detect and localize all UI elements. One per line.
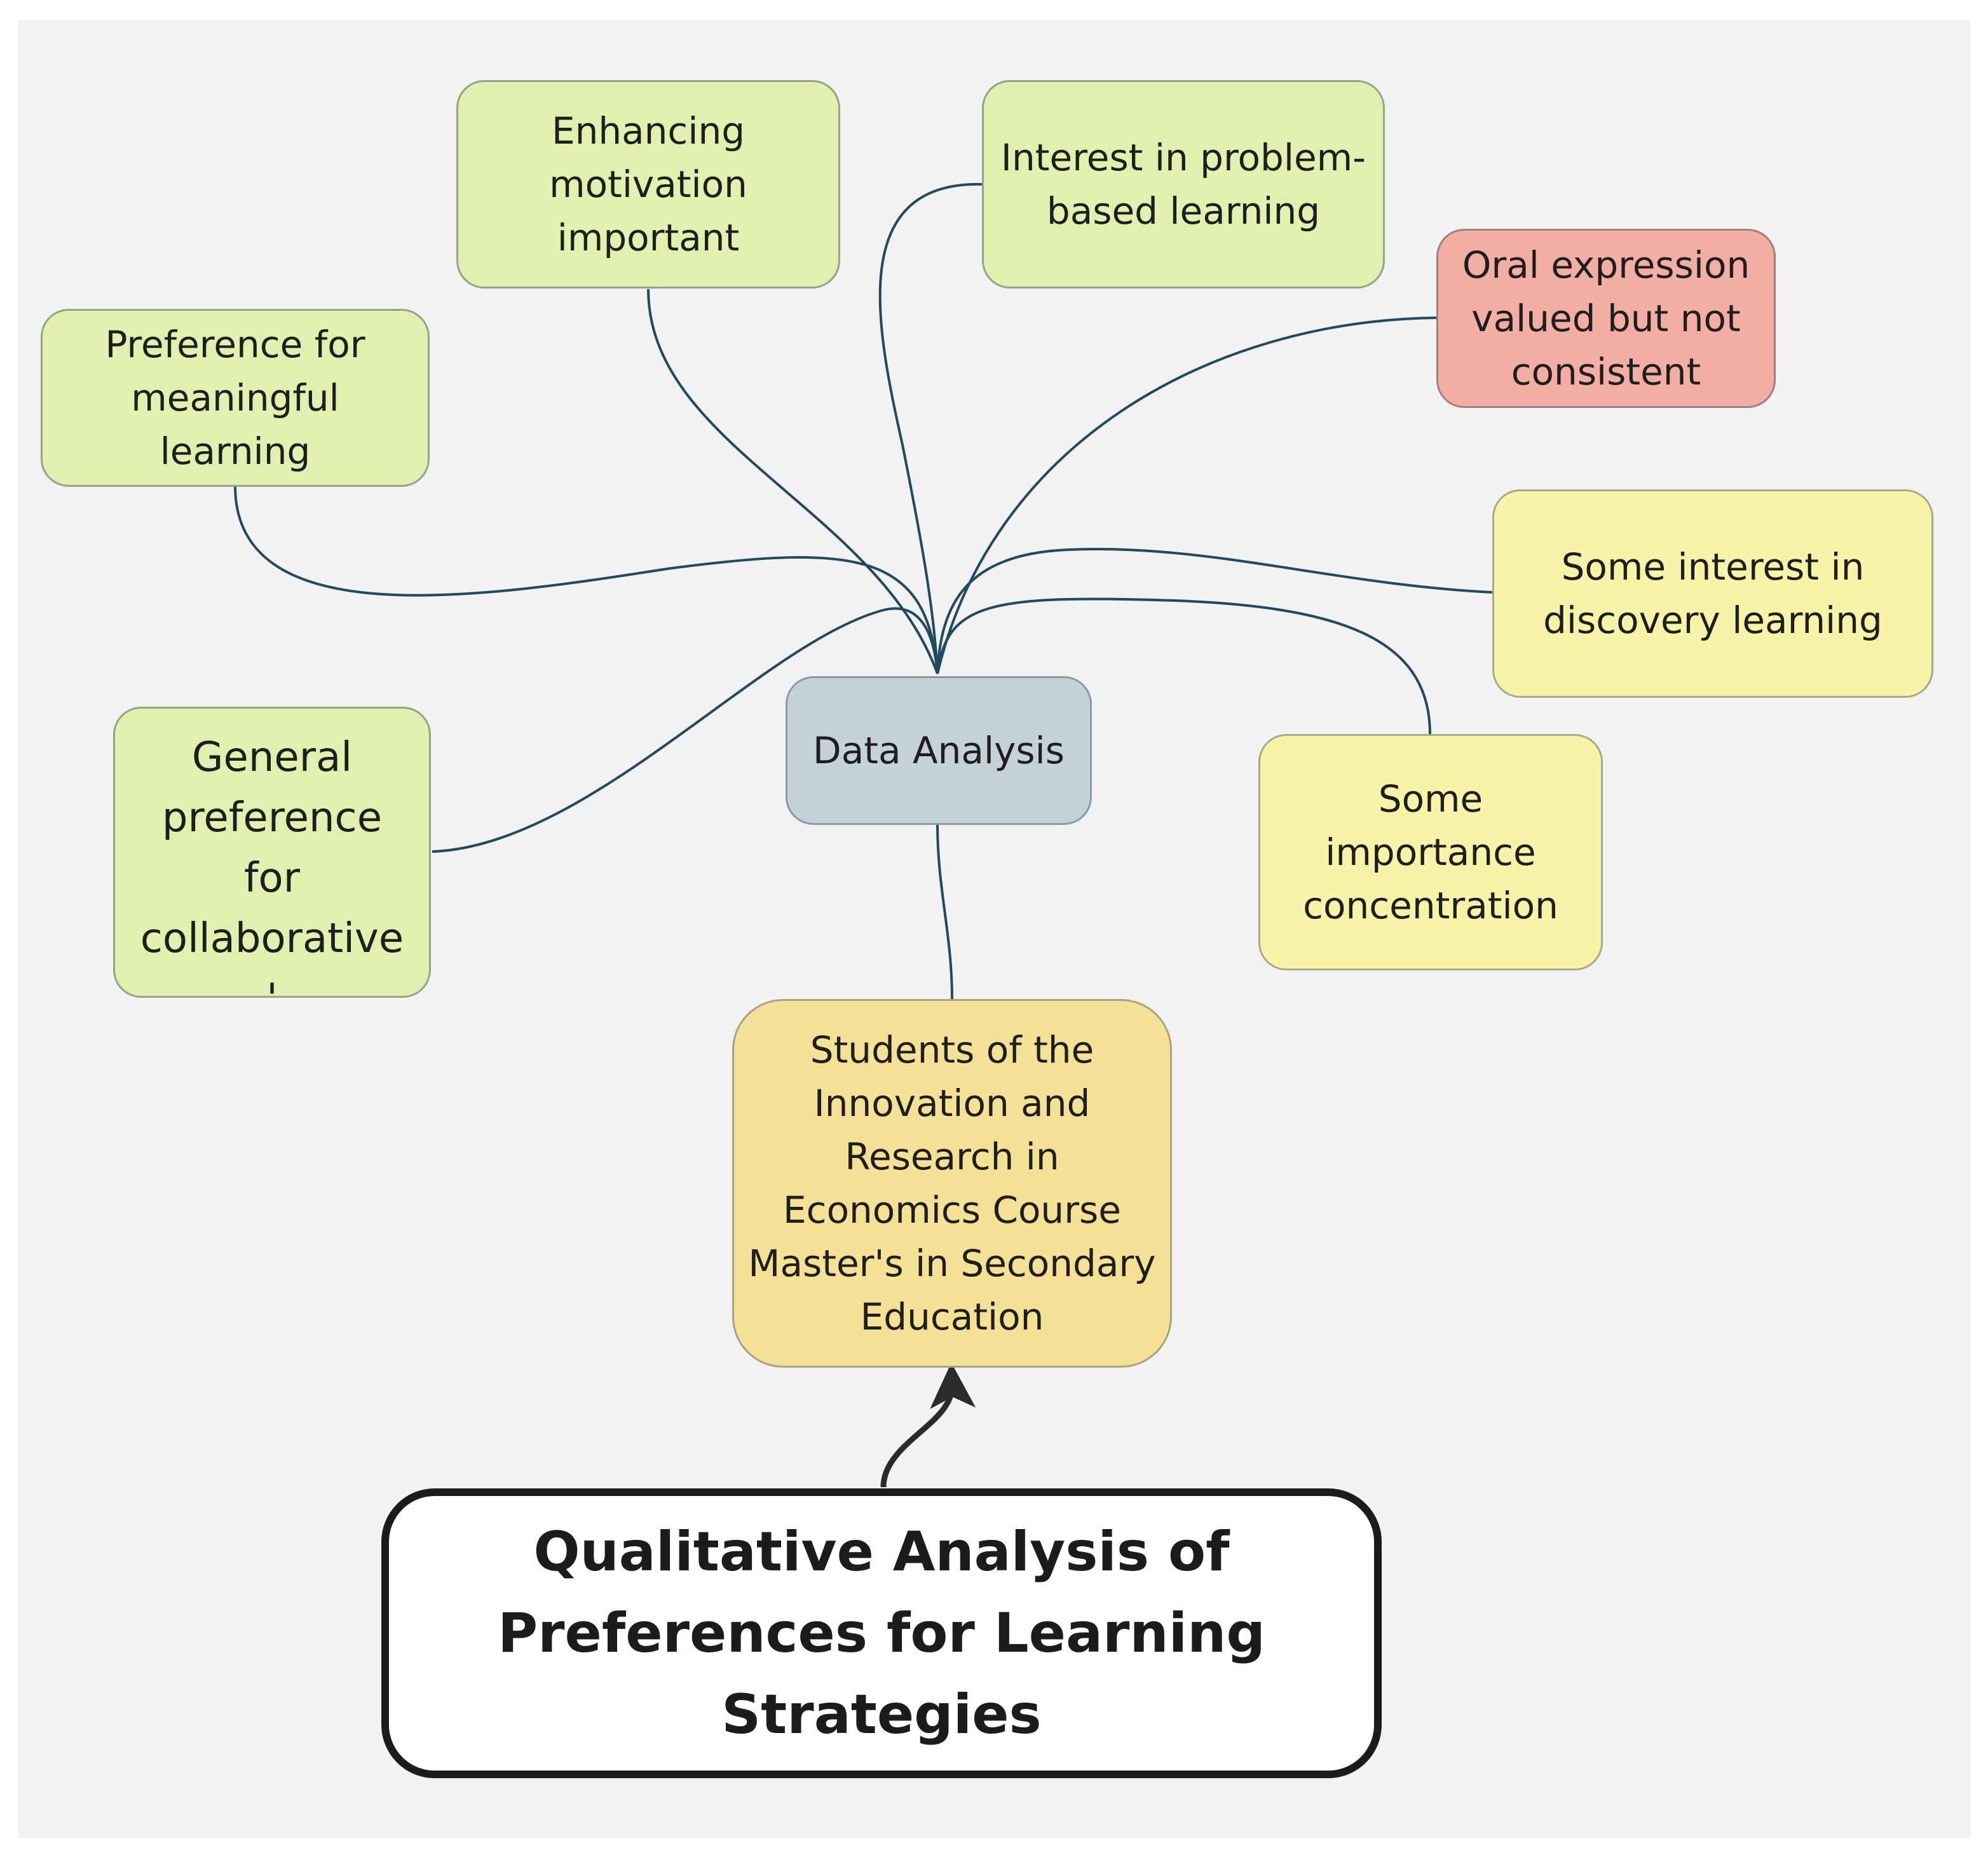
node-enhancing-motivation[interactable]: Enhancing motivation important	[456, 80, 840, 289]
diagram-title-box[interactable]: Qualitative Analysis of Preferences for …	[381, 1488, 1382, 1778]
node-students-master[interactable]: Students of the Innovation and Research …	[732, 999, 1172, 1368]
node-collaborative-learning[interactable]: General preference for collaborative '	[113, 707, 431, 998]
connector-meaningful-learning	[234, 486, 939, 674]
arrow-title-to-source	[880, 1363, 976, 1488]
connector-collaborative	[432, 607, 939, 853]
node-meaningful-learning[interactable]: Preference for meaningful learning	[41, 309, 430, 487]
node-concentration[interactable]: Some importance concentration	[1258, 734, 1603, 970]
node-discovery-learning[interactable]: Some interest in discovery learning	[1492, 489, 1933, 698]
node-oral-expression[interactable]: Oral expression valued but not consisten…	[1436, 229, 1776, 408]
node-data-analysis[interactable]: Data Analysis	[786, 676, 1092, 825]
connector-oral-expression	[936, 316, 1437, 674]
connector-source	[936, 824, 953, 1000]
connector-discovery-learning	[936, 547, 1493, 674]
connector-enhancing-motivation	[647, 289, 939, 674]
connector-problem-based	[878, 182, 983, 674]
node-problem-based-learning[interactable]: Interest in problem- based learning	[982, 80, 1385, 289]
connector-concentration	[936, 597, 1431, 735]
